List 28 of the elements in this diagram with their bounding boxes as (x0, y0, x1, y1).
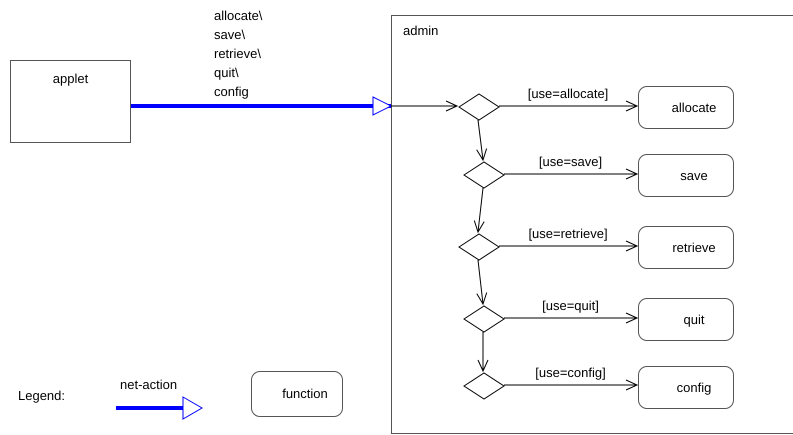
legend-label: net-action (120, 376, 178, 394)
arrow (476, 260, 488, 304)
arrow (504, 312, 638, 324)
diamond-node (463, 161, 505, 189)
function-box: function (251, 371, 343, 417)
diamond-node (463, 305, 505, 333)
function-box: config (638, 366, 734, 409)
edge-label: allocate\ save\ retrieve\ quit\ config (214, 7, 262, 101)
arrow (498, 100, 638, 112)
arrow (390, 100, 458, 112)
legend-title: Legend: (18, 387, 65, 405)
diamond-node (458, 93, 500, 121)
arrow (504, 168, 638, 180)
container-box (391, 15, 793, 434)
arrow (498, 240, 638, 252)
arrow (474, 188, 485, 232)
container-title: admin (403, 22, 438, 40)
component-box: applet (10, 60, 131, 143)
function-box: quit (638, 298, 734, 341)
function-box: retrieve (638, 226, 734, 269)
diamond-node (463, 372, 505, 400)
function-box: save (638, 154, 734, 197)
net-action-arrow (131, 96, 392, 116)
diamond-node (458, 233, 500, 261)
arrow (504, 380, 638, 390)
function-box: allocate (638, 86, 734, 129)
arrow (478, 332, 488, 372)
arrow (476, 120, 488, 160)
